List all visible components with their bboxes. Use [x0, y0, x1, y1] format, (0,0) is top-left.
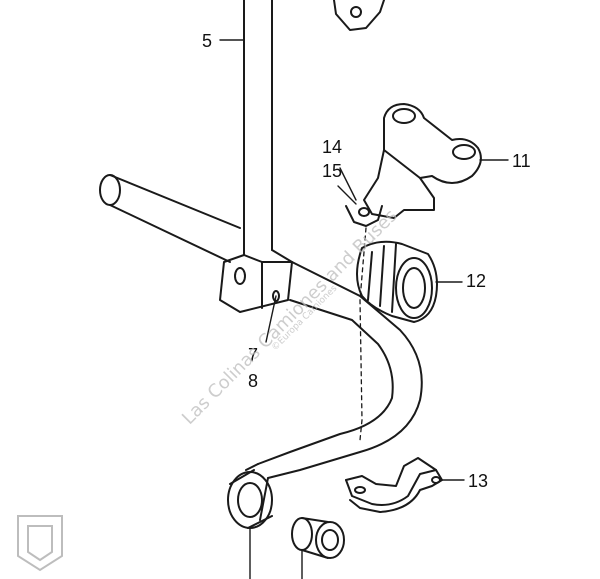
leader-lines — [219, 39, 509, 579]
clamp-part-14-15 — [345, 205, 383, 227]
alignment-dashed-line — [359, 227, 367, 441]
callout-11: 11 — [512, 151, 531, 171]
callout-12: 12 — [466, 271, 487, 291]
stabilizer-bar — [99, 174, 423, 521]
top-bracket — [333, 0, 385, 31]
logo-mark — [17, 515, 63, 572]
callout-5: 5 — [202, 31, 213, 51]
callout-8: 8 — [248, 371, 259, 391]
clamp-part-13 — [345, 457, 443, 513]
bracket-part-11 — [363, 103, 482, 219]
strut-arm-part-5 — [219, 0, 293, 313]
end-bushing-left — [227, 469, 273, 529]
end-bushing-right — [291, 517, 345, 559]
callout-7: 7 — [248, 345, 259, 365]
callout-13: 13 — [468, 471, 489, 491]
callout-14: 14 — [322, 137, 343, 157]
bushing-part-12 — [356, 240, 438, 323]
callout-15: 15 — [322, 161, 343, 181]
